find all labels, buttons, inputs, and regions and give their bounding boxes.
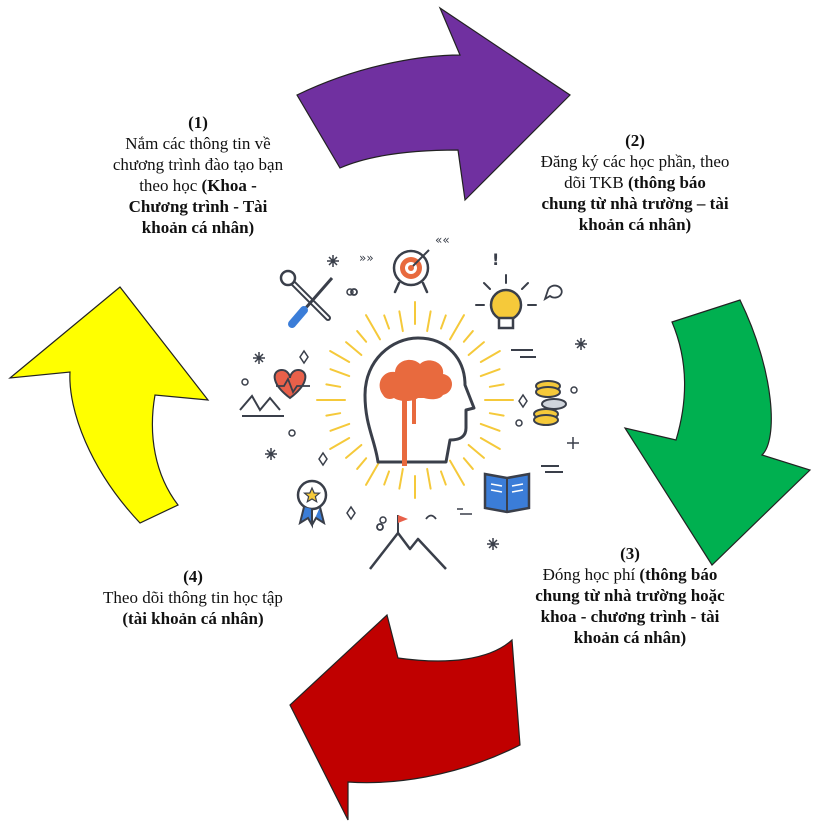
idea-ray [356, 330, 368, 343]
idea-ray [479, 422, 501, 432]
idea-ray [383, 314, 391, 330]
idea-ray [325, 383, 342, 388]
step-3-number: (3) [620, 544, 640, 563]
svg-text:!: ! [492, 250, 499, 269]
idea-ray [449, 314, 465, 341]
step-2-label: (2) Đăng ký các học phần, theo dõi TKB (… [540, 130, 730, 235]
step-3-label: (3) Đóng học phí (thông báo chung từ nhà… [535, 543, 725, 648]
idea-ray [479, 437, 501, 450]
idea-ray [329, 368, 351, 378]
arrow-step-2-to-3 [623, 299, 812, 566]
book-icon [483, 465, 563, 514]
arrow-step-1-to-2 [296, 6, 571, 202]
idea-ray [383, 470, 391, 486]
step-2-number: (2) [625, 131, 645, 150]
idea-ray [398, 310, 404, 333]
idea-ray [462, 457, 474, 470]
idea-ray [449, 459, 465, 486]
idea-ray [467, 341, 485, 357]
idea-ray [356, 457, 368, 470]
idea-ray [488, 412, 505, 417]
target-icon: »» «« [359, 233, 450, 294]
coins-icon [533, 380, 567, 426]
step-1-text: Nắm các thông tin về chương trình đào tạ… [112, 134, 284, 195]
idea-ray [345, 341, 363, 357]
idea-ray [479, 350, 501, 363]
step-1-label: (1) Nắm các thông tin về chương trình đà… [108, 112, 288, 238]
idea-ray [365, 459, 381, 486]
idea-ray [398, 467, 404, 490]
lightbulb-icon: ! [475, 250, 563, 358]
medal-icon [296, 479, 328, 529]
step-2-text: Đăng ký các học phần, theo dõi TKB [540, 152, 730, 192]
idea-ray [467, 443, 485, 459]
arrow-step-3-to-4 [289, 613, 521, 821]
arrow-step-4-to-1 [8, 286, 210, 524]
idea-rays [316, 301, 514, 499]
idea-ray [439, 470, 447, 486]
idea-ray [345, 443, 363, 459]
idea-ray [329, 350, 351, 363]
idea-ray [439, 314, 447, 330]
idea-ray [325, 412, 342, 417]
svg-text:««: «« [435, 233, 450, 247]
idea-ray [365, 314, 381, 341]
step-1-number: (1) [188, 113, 208, 132]
step-1-note: (Khoa - Chương trình - Tài khoản cá nhân… [128, 176, 268, 237]
step-4-note: (tài khoản cá nhân) [122, 609, 264, 628]
idea-ray [479, 368, 501, 378]
step-4-label: (4) Theo dõi thông tin học tập (tài khoả… [103, 566, 283, 629]
idea-ray [426, 310, 432, 333]
idea-ray [426, 467, 432, 490]
mountain-flag-icon [369, 514, 447, 570]
tools-icon [279, 269, 358, 328]
idea-ray [462, 330, 474, 343]
step-4-text: Theo dõi thông tin học tập [103, 588, 283, 607]
idea-ray [488, 383, 505, 388]
step-2-note: (thông báo chung từ nhà trường – tài kho… [541, 173, 729, 234]
idea-ray [329, 437, 351, 450]
idea-ray [329, 422, 351, 432]
head-brain-icon [363, 336, 476, 466]
step-3-text: Đóng học phí [542, 565, 636, 584]
svg-text:»»: »» [359, 251, 374, 265]
decorative-sparkles [241, 255, 587, 550]
heart-rate-icon [239, 368, 310, 417]
step-4-number: (4) [183, 567, 203, 586]
step-3-note: (thông báo chung từ nhà trường hoặc khoa… [535, 565, 725, 647]
